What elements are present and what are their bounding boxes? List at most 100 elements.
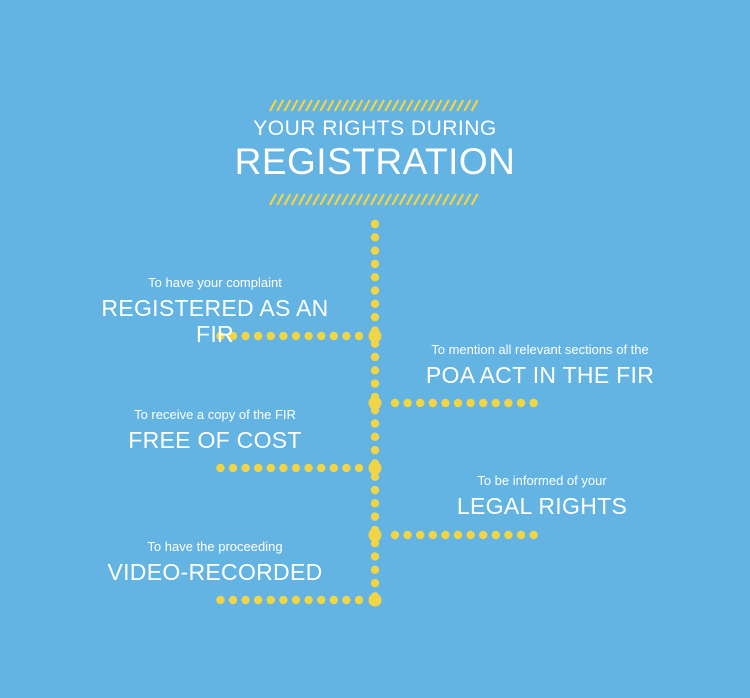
- connector-dot: [241, 595, 250, 605]
- connector-dot: [329, 331, 338, 341]
- spine-dot: [370, 366, 380, 375]
- stripe-mark: [441, 99, 450, 112]
- stripe-mark: [470, 193, 479, 206]
- connector-dot: [354, 331, 364, 341]
- connector-dot: [342, 463, 351, 473]
- connector-dot: [279, 463, 288, 473]
- spine-dot: [370, 578, 380, 588]
- connector-dot: [216, 463, 225, 473]
- connector-dot: [491, 530, 500, 540]
- stripe-mark: [369, 99, 378, 112]
- timeline-branches: [216, 329, 538, 607]
- spine-dot: [370, 432, 380, 441]
- stripe-mark: [333, 193, 342, 206]
- timeline-spine: [370, 219, 380, 601]
- spine-dot: [370, 552, 380, 561]
- connector-dot: [241, 463, 250, 473]
- connector-dot: [390, 530, 400, 540]
- right-intro-text: To receive a copy of the FIR: [134, 407, 296, 422]
- connector-dot: [529, 530, 538, 540]
- stripe-mark: [312, 99, 321, 112]
- stripe-mark: [333, 99, 342, 112]
- right-intro-text: To have your complaint: [148, 275, 282, 290]
- stripe-mark: [341, 193, 349, 206]
- connector-dot: [504, 530, 513, 540]
- stripe-mark: [463, 193, 472, 206]
- connector-dot: [428, 398, 437, 408]
- stripe-mark: [449, 99, 457, 112]
- stripe-mark: [362, 193, 371, 206]
- connector-dot: [516, 530, 526, 540]
- spine-dot: [370, 445, 380, 455]
- spine-dot: [370, 419, 380, 428]
- stripe-mark: [377, 193, 385, 206]
- junction-node: [368, 396, 382, 410]
- stripe-mark: [391, 99, 400, 112]
- connector-dot: [342, 331, 351, 341]
- connector-dot: [441, 530, 450, 540]
- title-stripe-bottom: [269, 193, 479, 206]
- stripe-mark: [290, 99, 299, 112]
- connector-dot: [491, 398, 500, 408]
- connector-dot: [453, 530, 463, 540]
- spine-dot: [370, 233, 380, 242]
- spine-dot: [370, 259, 380, 269]
- right-video-recorded: To have the proceeding VIDEO-RECORDED: [100, 539, 330, 585]
- spine-dot: [370, 299, 380, 308]
- stripe-mark: [283, 99, 292, 112]
- stripe-mark: [377, 99, 385, 112]
- stripe-mark: [276, 99, 285, 112]
- spine-dot: [370, 565, 380, 574]
- connector-dot: [479, 530, 488, 540]
- connector-dot: [516, 398, 526, 408]
- connector-dot: [228, 463, 238, 473]
- spine-dot: [370, 485, 380, 495]
- right-intro-text: To mention all relevant sections of the: [431, 342, 649, 357]
- stripe-mark: [348, 99, 357, 112]
- connector-dot: [453, 398, 463, 408]
- stripe-mark: [290, 193, 299, 206]
- connector-dot: [304, 595, 313, 605]
- stripe-mark: [276, 193, 285, 206]
- connector-dot: [279, 331, 288, 341]
- connector-dot: [428, 530, 437, 540]
- stripe-mark: [362, 99, 371, 112]
- stripe-mark: [449, 193, 457, 206]
- connector-dot: [266, 595, 275, 605]
- stripe-mark: [283, 193, 292, 206]
- connector-dot: [304, 463, 313, 473]
- stripe-mark: [427, 99, 436, 112]
- stripe-mark: [413, 99, 421, 112]
- stripe-mark: [470, 99, 479, 112]
- connector-dot: [254, 463, 263, 473]
- connector-dot: [291, 331, 301, 341]
- connector-dot: [416, 398, 425, 408]
- stripe-mark: [398, 193, 407, 206]
- spine-dot: [370, 312, 380, 322]
- connector-dot: [317, 331, 326, 341]
- right-free-copy: To receive a copy of the FIR FREE OF COS…: [100, 407, 330, 453]
- connector-dot: [241, 331, 250, 341]
- stripe-mark: [434, 99, 443, 112]
- stripe-mark: [369, 193, 378, 206]
- stripe-mark: [355, 99, 364, 112]
- spine-dot: [370, 499, 380, 508]
- stripe-mark: [441, 193, 450, 206]
- stripe-mark: [456, 99, 465, 112]
- stripe-mark: [297, 99, 306, 112]
- spine-dot: [370, 219, 380, 229]
- connector-dot: [390, 398, 400, 408]
- stripe-mark: [355, 193, 364, 206]
- stripe-mark: [391, 193, 400, 206]
- stripe-mark: [341, 99, 349, 112]
- stripe-mark: [326, 99, 335, 112]
- connector-dot: [403, 530, 412, 540]
- connector-dot: [466, 398, 475, 408]
- connector-dot: [216, 331, 225, 341]
- connector-dot: [216, 595, 225, 605]
- stripe-mark: [384, 99, 393, 112]
- stripe-mark: [420, 193, 429, 206]
- connector-dot: [329, 463, 338, 473]
- junction-node: [368, 593, 382, 607]
- right-headline-text: LEGAL RIGHTS: [456, 492, 628, 519]
